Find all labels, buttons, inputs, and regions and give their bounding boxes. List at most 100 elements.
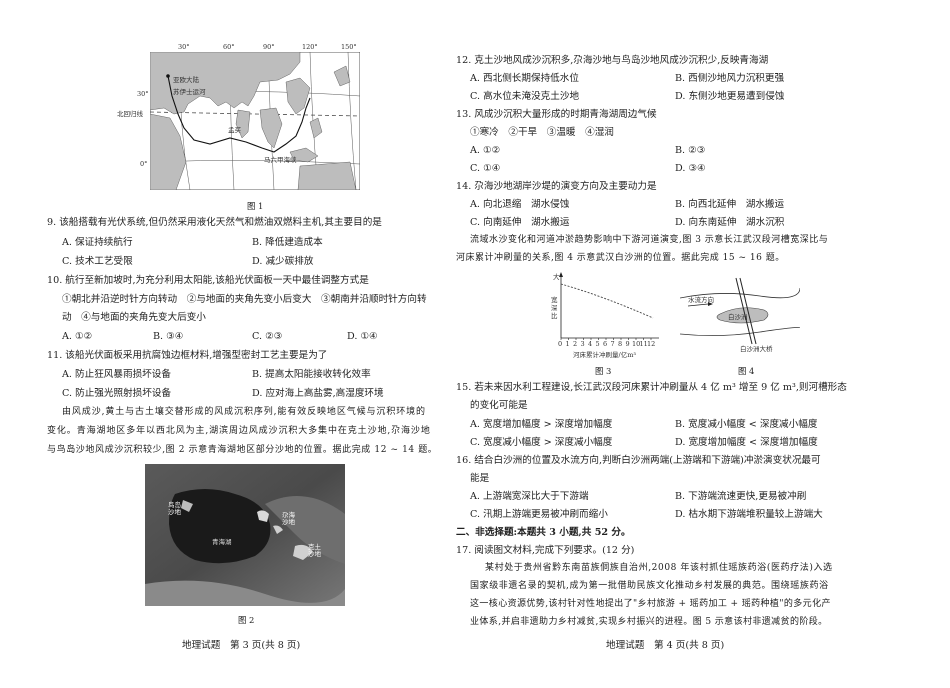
passage-left-line2: 变化。青海湖地区多年以西北风为主,湖滨周边风成沙沉积大多集中在克土沙地,尕海沙地 [47,426,431,436]
figure1-caption: 图 1 [247,201,264,211]
q9-option-b[interactable]: B. 降低建造成本 [252,237,323,248]
fig3-xtick: 0 [558,340,563,348]
q16-stem-line1: 16. 结合白沙洲的位置及水流方向,判断白沙洲两端(上游端和下游端)冲淤演变状况… [456,455,821,466]
q14-option-d[interactable]: D. 向东南延伸 湖水沉积 [675,217,785,228]
figure4-sketch [679,276,801,346]
q15-option-a[interactable]: A. 宽度增加幅度 > 深度增加幅度 [470,419,613,430]
q11-option-d[interactable]: D. 应对海上高盐雾,高湿度环境 [252,388,384,399]
figure1-map-svg [149,51,361,191]
q9-option-c[interactable]: C. 技术工艺受限 [62,256,133,267]
fig1-label-suez: 苏伊士运河 [173,88,206,96]
q9-stem: 9. 该船搭载有光伏系统,但仍然采用液化天然气和燃油双燃料主机,其主要目的是 [47,217,382,228]
figure1-map [149,51,361,191]
q16-option-b[interactable]: B. 下游端流速更快,更易被冲刷 [675,491,807,502]
q10-stem: 10. 航行至新加坡时,为充分利用太阳能,该船光伏面板一天中最佳调整方式是 [47,275,369,286]
fig1-lon-120: 120° [302,43,318,51]
q15-option-c[interactable]: C. 宽度减小幅度 > 深度减小幅度 [470,437,613,448]
fig3-xtick: 4 [588,340,593,348]
q10-option-c[interactable]: C. ②③ [252,331,283,342]
q15-stem-line1: 15. 若未来因水利工程建设,长江武汉段河床累计冲刷量从 4 亿 m³ 增至 9… [456,382,847,393]
fig2-label-gahai: 尕海沙地 [282,511,295,526]
q13-option-a[interactable]: A. ①② [470,145,501,156]
footer-left: 地理试题 第 3 页(共 8 页) [182,640,301,651]
q10-items-line1: ①朝北并沿逆时针方向转动 ②与地面的夹角先变小后变大 ③朝南并沿顺时针方向转 [62,294,427,305]
q12-option-d[interactable]: D. 东侧沙地更易遭到侵蚀 [675,91,785,102]
figure2-satellite-svg [145,464,345,606]
q9-option-d[interactable]: D. 减少碳排放 [252,256,314,267]
q13-option-d[interactable]: D. ③④ [675,163,706,174]
figure3-caption: 图 3 [595,366,612,376]
figure2-caption: 图 2 [238,615,255,625]
figure4-caption: 图 4 [738,366,755,376]
fig1-lon-30: 30° [178,43,190,51]
q9-option-a[interactable]: A. 保证持续航行 [62,237,133,248]
q15-option-b[interactable]: B. 宽度减小幅度 < 深度减小幅度 [675,419,818,430]
q11-stem: 11. 该船光伏面板采用抗腐蚀边框材料,增强型密封工艺主要是为了 [47,350,328,361]
q10-option-b[interactable]: B. ③④ [153,331,184,342]
figure3-chart [543,270,663,356]
fig1-lon-60: 60° [223,43,235,51]
q14-option-b[interactable]: B. 向西北延伸 湖水搬运 [675,199,785,210]
passage-left-line1: 由风成沙,黄土与古土壤交替形成的风成沉积序列,能有效反映地区气候与沉积环境的 [62,407,426,417]
fig3-xlabel: 河床累计冲刷量/亿m³ [573,351,636,359]
passage-left-line3: 与鸟岛沙地风成沙沉积较少,图 2 示意青海湖地区部分沙地的位置。据此完成 12 … [47,445,438,455]
fig4-label-bridge: 白沙洲大桥 [740,345,773,353]
q16-option-d[interactable]: D. 枯水期下游端堆积量较上游端大 [675,509,823,520]
fig3-xtick: 2 [573,340,578,348]
q11-option-c[interactable]: C. 防止强光照射损坏设备 [62,388,172,399]
q16-stem-line2: 能是 [470,473,490,484]
q13-items: ①寒冷 ②干旱 ③温暖 ④湿润 [470,127,614,138]
passage-right-line1: 流域水沙变化和河道冲淤趋势影响中下游河道演变,图 3 示意长江武汉段河槽宽深比与 [470,235,829,245]
fig3-xtick: 12 [647,340,656,348]
q11-option-a[interactable]: A. 防止狂风暴雨损坏设备 [62,369,171,380]
q12-option-c[interactable]: C. 高水位未淹没克土沙地 [470,91,580,102]
q12-option-b[interactable]: B. 西侧沙地风力沉积更强 [675,73,785,84]
fig3-xtick: 10 [632,340,641,348]
fig2-label-ketu: 克土沙地 [308,543,321,558]
q14-option-a[interactable]: A. 向北退缩 湖水侵蚀 [470,199,570,210]
q10-items-line2: 动 ④与地面的夹角先变大后变小 [62,312,206,323]
q10-option-d[interactable]: D. ①④ [347,331,378,342]
q16-option-a[interactable]: A. 上游端宽深比大于下游端 [470,491,589,502]
figure3-chart-svg [559,272,659,340]
q17-line4: 业体系,并启非遗助力乡村减贫,实现乡村振兴的进程。图 5 示意该村非遗减贫的阶段… [470,617,828,627]
q17-stem: 17. 阅读图文材料,完成下列要求。(12 分) [456,545,635,556]
fig2-label-niaodao: 鸟岛沙地 [168,501,181,516]
q15-stem-line2: 的变化可能是 [470,400,528,411]
figure4-sketch-svg [679,277,801,345]
fig4-label-flow: 水流方向 [688,296,714,304]
q13-stem: 13. 风成沙沉积大量形成的时期青海湖周边气候 [456,109,657,120]
fig3-ylabel: 宽深比 [551,296,558,320]
fig3-xtick: 9 [625,340,630,348]
fig3-xtick: 11 [639,340,648,348]
q17-line1: 某村处于贵州省黔东南苗族侗族自治州,2008 年该村抓住瑶族药浴(医药疗法)入选 [485,563,833,573]
fig1-label-mumbai: 孟买 [228,126,241,134]
fig1-label-malacca: 马六甲海峡 [264,156,297,164]
q13-option-c[interactable]: C. ①④ [470,163,501,174]
fig3-xtick: 5 [595,340,600,348]
figure2-satellite [145,464,345,606]
section2-heading: 二、非选择题:本题共 3 小题,共 52 分。 [456,527,631,538]
q16-option-c[interactable]: C. 汛期上游端更易被冲刷而缩小 [470,509,608,520]
q17-line3: 这一核心资源优势,该村针对性地提出了"乡村旅游 + 瑶药加工 + 瑶药种植"的多… [470,599,831,609]
q13-option-b[interactable]: B. ②③ [675,145,706,156]
fig3-xtick: 6 [603,340,608,348]
fig3-ytop: 大 [553,273,560,281]
q15-option-d[interactable]: D. 宽度增加幅度 < 深度增加幅度 [675,437,818,448]
q10-option-a[interactable]: A. ①② [62,331,93,342]
fig3-xtick: 7 [610,340,615,348]
q11-option-b[interactable]: B. 提高太阳能接收转化效率 [252,369,371,380]
footer-right: 地理试题 第 4 页(共 8 页) [606,640,725,651]
fig3-xticks: 0 1 2 3 4 5 6 7 8 9 10 11 12 [558,340,674,350]
fig1-label-tropic: 北回归线 [117,110,143,118]
q14-option-c[interactable]: C. 向南延伸 湖水搬运 [470,217,570,228]
q12-option-a[interactable]: A. 西北侧长期保持低水位 [470,73,579,84]
q14-stem: 14. 尕海沙地湖岸沙堤的演变方向及主要动力是 [456,181,657,192]
fig1-lat-0: 0° [140,160,148,168]
fig1-lat-30: 30° [137,90,149,98]
fig1-label-eurasia: 亚欧大陆 [173,76,199,84]
fig1-lon-90: 90° [263,43,275,51]
fig2-label-qinghai-lake: 青海湖 [212,538,232,546]
fig3-xtick: 1 [565,340,570,348]
fig1-lon-150: 150° [341,43,357,51]
